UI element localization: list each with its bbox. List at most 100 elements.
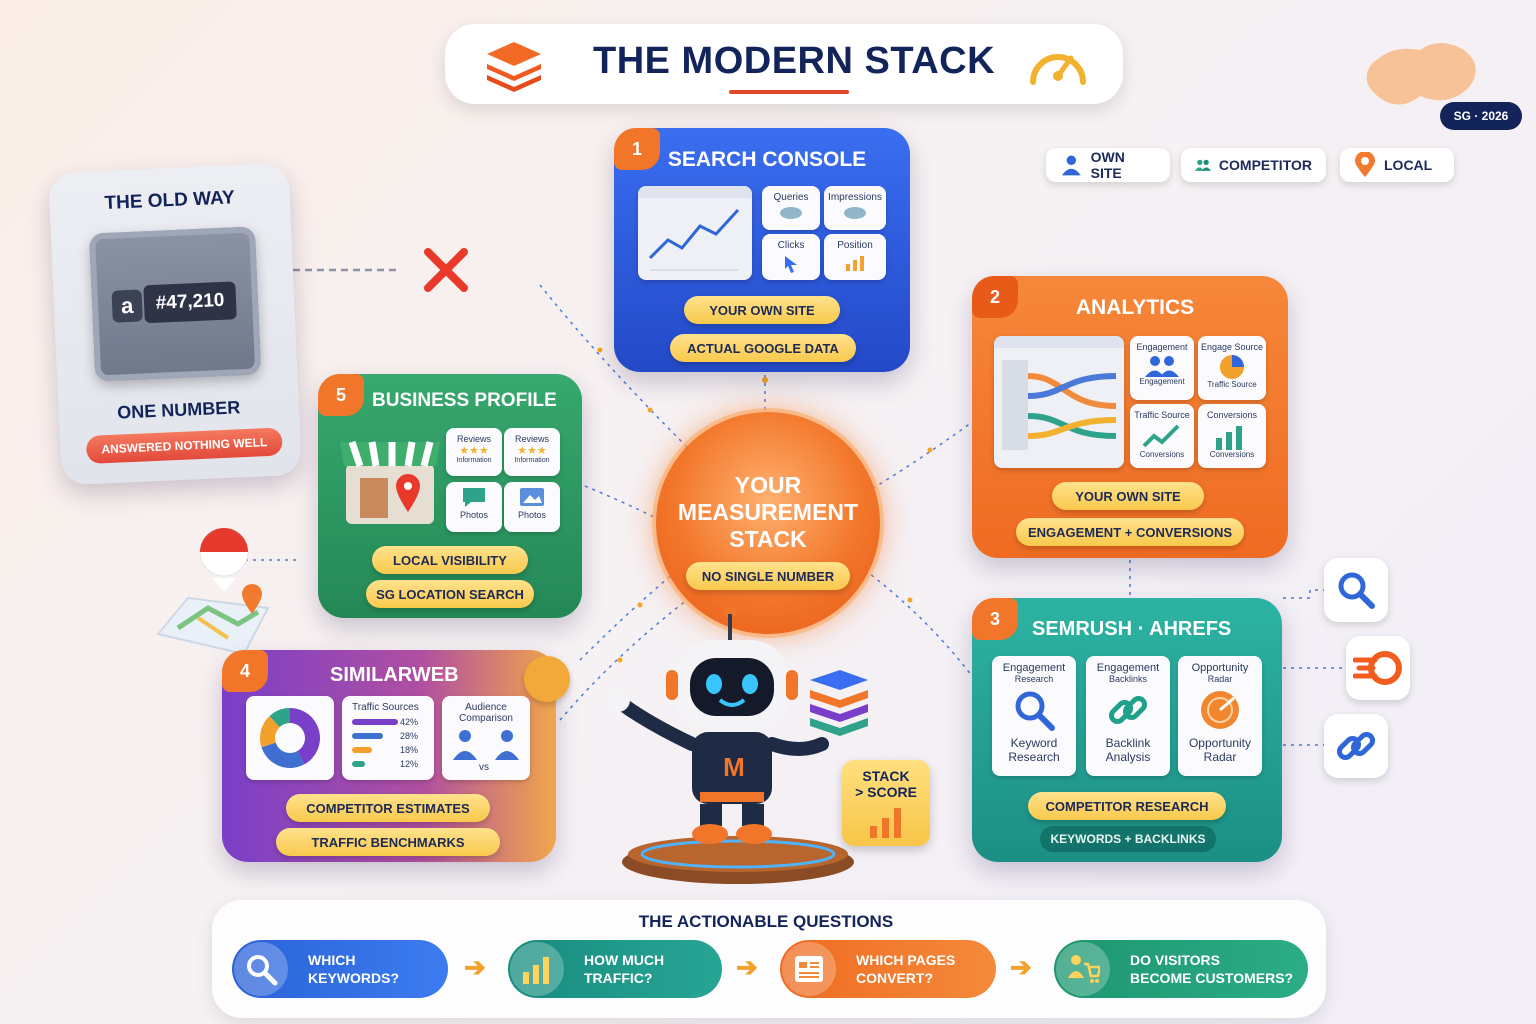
old-way-card: THE OLD WAY a #47,210 ONE NUMBER ANSWERE… [48, 162, 302, 486]
business-profile-card: 5 BUSINESS PROFILE Reviews★★★Information… [318, 374, 582, 618]
tile-impressions: Impressions [824, 186, 886, 230]
pill-keywords-backlinks: KEYWORDS + BACKLINKS [1040, 826, 1216, 852]
trend-icon [1142, 424, 1180, 448]
growth-chart-icon [1216, 426, 1242, 450]
radar-icon [1201, 691, 1239, 729]
rank-symbol: a [111, 289, 143, 323]
red-x-icon [424, 248, 468, 292]
semrush-logo-icon [1353, 651, 1402, 685]
old-way-display: a #47,210 [88, 226, 262, 382]
hub-title-line3: STACK [729, 526, 807, 552]
traffic-bar-row: 18% [352, 743, 434, 757]
pill-local-visibility: LOCAL VISIBILITY [372, 546, 528, 574]
backlink-tool-button[interactable] [1324, 714, 1388, 778]
eye-icon [780, 207, 802, 219]
traffic-bar-label: 28% [400, 731, 419, 741]
traffic-bar [352, 733, 383, 739]
line-chart-icon [638, 186, 752, 271]
legend-local: LOCAL [1340, 148, 1454, 182]
semrush-tool-button[interactable] [1346, 636, 1410, 700]
pill-competitor-research: COMPETITOR RESEARCH [1028, 792, 1226, 820]
search-icon [234, 942, 288, 996]
robot-letter: M [723, 752, 745, 782]
search-console-card: 1 SEARCH CONSOLE Queries Impressions Cli… [614, 128, 910, 372]
traffic-bar [352, 761, 365, 767]
flow-chart-icon [994, 336, 1124, 450]
people-icon [1145, 356, 1179, 377]
bar-chart-icon [846, 256, 864, 271]
chat-bubble-icon [463, 488, 485, 507]
header-bar: THE MODERN STACK [445, 24, 1123, 104]
search-tool-button[interactable] [1324, 558, 1388, 622]
link-icon [1108, 695, 1148, 725]
robot-mascot [606, 606, 868, 884]
donut-chart [260, 708, 320, 768]
pill-own-site: YOUR OWN SITE [1052, 482, 1204, 510]
legend-competitor: COMPETITOR [1181, 148, 1326, 182]
map-shape-icon [1366, 43, 1476, 105]
step-number: 3 [972, 598, 1018, 640]
tile-reviews-b: Reviews★★★Information [504, 428, 560, 476]
region-badge: SG · 2026 [1440, 102, 1522, 130]
traffic-bar [352, 719, 398, 725]
cursor-icon [785, 256, 797, 273]
hub-title-line1: YOUR [734, 472, 802, 498]
bar-chart-icon [510, 942, 564, 996]
stars-icon: ★★★ [517, 445, 547, 457]
legend-label: OWN SITE [1090, 149, 1125, 181]
hub-badge: NO SINGLE NUMBER [686, 562, 850, 590]
magnifier-icon [1338, 572, 1375, 609]
questions-title: THE ACTIONABLE QUESTIONS [638, 912, 894, 931]
cart-icon [1056, 942, 1110, 996]
step-number: 2 [972, 276, 1018, 318]
pill-engagement-conversions: ENGAGEMENT + CONVERSIONS [1016, 518, 1244, 546]
traffic-bar-row: 42% [352, 715, 434, 729]
search-console-screen [638, 186, 752, 280]
stack-score-line2: > SCORE [855, 784, 917, 800]
page-title: THE MODERN STACK [593, 40, 996, 82]
tile-photos-a: Photos [446, 482, 502, 532]
traffic-bar [352, 747, 372, 753]
arrow-icon: ➔ [1010, 952, 1032, 982]
traffic-bar-row: 12% [352, 757, 434, 771]
hub-title-line2: MEASUREMENT [677, 499, 859, 525]
traffic-bar-label: 18% [400, 745, 419, 755]
link-icon [1336, 731, 1376, 761]
eye-icon [844, 207, 866, 219]
similarweb-logo-icon [524, 656, 570, 702]
traffic-bar-row: 28% [352, 729, 434, 743]
sg-map-icon [156, 528, 270, 656]
photo-icon [520, 488, 544, 506]
analytics-screen [994, 336, 1124, 468]
traffic-sources-tile: Traffic Sources 42%28%18%12% [342, 696, 434, 780]
pill-traffic-benchmarks: TRAFFIC BENCHMARKS [276, 828, 500, 856]
old-way-badge: ANSWERED NOTHING WELL [85, 427, 283, 464]
stars-icon: ★★★ [459, 445, 489, 457]
similarweb-card: 4 SIMILARWEB Traffic Sources 42%28%18%12… [222, 650, 556, 862]
card-title: SEMRUSH · AHREFS [1032, 618, 1232, 640]
tile-position: Position [824, 234, 886, 280]
pie-chart-icon [1220, 355, 1244, 379]
legend-own-site: OWN SITE [1046, 148, 1170, 182]
storefront-icon [340, 440, 440, 524]
step-number: 5 [318, 374, 364, 416]
tile-reviews-a: Reviews★★★Information [446, 428, 502, 476]
location-pin-icon [1355, 152, 1375, 177]
stack-score-line1: STACK [862, 768, 910, 784]
pill-own-site: YOUR OWN SITE [684, 296, 840, 324]
magnifier-icon [1015, 691, 1055, 731]
pill-competitor-estimates: COMPETITOR ESTIMATES [286, 794, 490, 822]
